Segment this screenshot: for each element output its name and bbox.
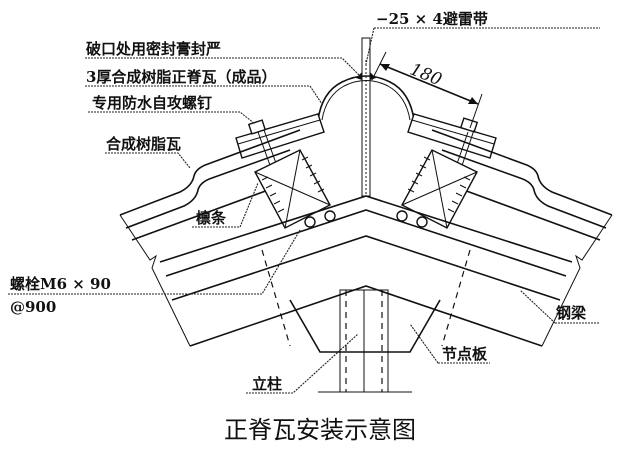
label-ridge-tile: 3厚合成树脂正脊瓦（成品）: [86, 68, 276, 86]
label-sealant: 破口处用密封膏封严: [86, 40, 221, 58]
label-column: 立柱: [252, 375, 282, 393]
left-roof-assembly: [119, 113, 331, 241]
label-lightning-strip: −25 × 4避雷带: [376, 10, 488, 28]
dimension-value: 180: [407, 60, 445, 91]
right-roof-assembly: [401, 113, 613, 241]
gusset-plate: [289, 299, 441, 353]
label-bolt: 螺栓M6 × 90: [10, 275, 111, 293]
ridge-tile: [317, 72, 415, 121]
label-purlin: 檩条: [196, 209, 227, 227]
label-steel-beam: 钢梁: [556, 304, 587, 322]
label-gusset-plate: 节点板: [442, 345, 488, 363]
leader-lines: [8, 27, 600, 394]
label-screw: 专用防水自攻螺钉: [92, 94, 212, 112]
label-resin-tile: 合成树脂瓦: [105, 135, 181, 153]
dimension-180: 180: [371, 51, 483, 129]
diagram-title: 正脊瓦安装示意图: [224, 416, 416, 444]
steel-beams: [119, 195, 613, 347]
column: [318, 289, 412, 393]
label-bolt-spacing: @900: [10, 298, 56, 316]
